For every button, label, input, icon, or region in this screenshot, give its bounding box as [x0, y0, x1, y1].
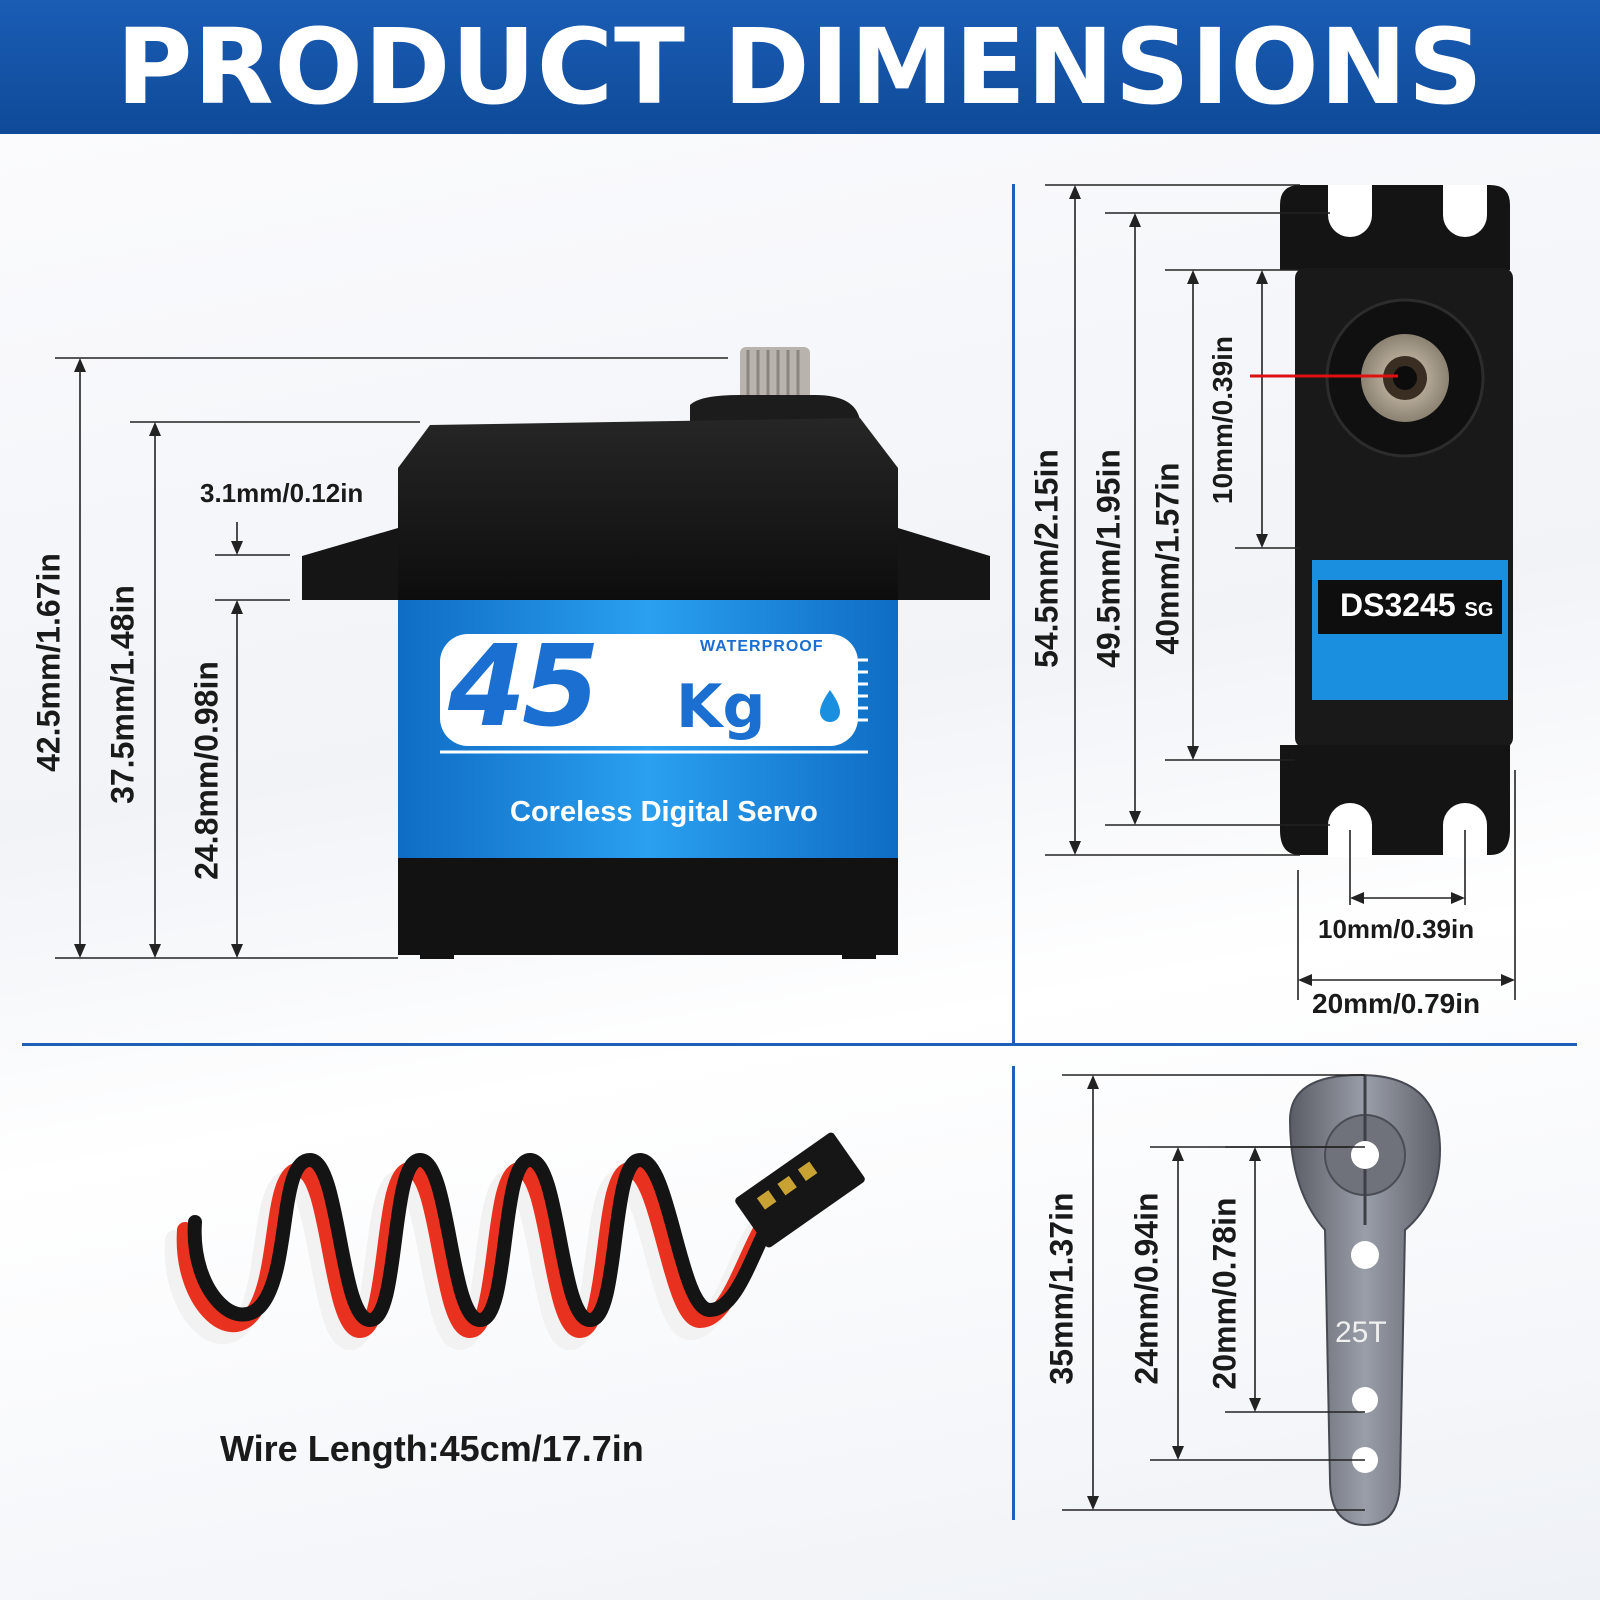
horizontal-divider — [22, 1043, 1577, 1046]
servo-connector — [735, 1132, 865, 1248]
dim-hole-gap: 10mm/0.39in — [1318, 914, 1475, 944]
badge-tag: WATERPROOF — [700, 638, 824, 656]
servo-wire — [164, 1152, 787, 1351]
servo-subtitle: Coreless Digital Servo — [510, 796, 818, 828]
vertical-divider-top — [1012, 184, 1015, 1044]
horn-dim-short: 20mm/0.78in — [1206, 1197, 1243, 1390]
servo-bottom-case — [398, 858, 898, 955]
mounting-flange-right — [898, 528, 990, 600]
dim-total-height: 42.5mm/1.67in — [30, 553, 67, 772]
dim-shaft-offset: 10mm/0.39in — [1207, 335, 1238, 505]
wire-length-caption: Wire Length:45cm/17.7in — [220, 1428, 644, 1469]
horn-dim-mid: 24mm/0.94in — [1128, 1192, 1165, 1385]
dim-total-length: 54.5mm/2.15in — [1028, 449, 1065, 668]
dim-width: 20mm/0.79in — [1312, 988, 1481, 1019]
dim-body-length: 40mm/1.57in — [1149, 462, 1186, 655]
servo-top-case — [398, 418, 898, 600]
horn-teeth-label: 25T — [1335, 1316, 1387, 1349]
servo-horn — [1288, 1073, 1442, 1527]
dim-lower-height: 24.8mm/0.98in — [188, 661, 225, 880]
dim-case-height: 37.5mm/1.48in — [104, 585, 141, 804]
model-main: DS3245 — [1340, 587, 1456, 623]
top-dimension-lines — [1045, 184, 1516, 1000]
front-dimension-lines — [55, 357, 728, 959]
model-suffix: SG — [1464, 599, 1494, 621]
page-title: PRODUCT DIMENSIONS — [116, 6, 1484, 128]
vertical-divider-bottom — [1012, 1066, 1015, 1520]
model-name: DS3245 SG — [1340, 587, 1493, 624]
horn-dim-total: 35mm/1.37in — [1043, 1192, 1080, 1385]
dim-flange-thickness: 3.1mm/0.12in — [200, 478, 364, 508]
horn-dimension-lines — [1062, 1074, 1365, 1511]
servo-top-view — [1280, 185, 1513, 857]
dim-hole-spacing: 49.5mm/1.95in — [1090, 449, 1127, 668]
mounting-flange-left — [302, 528, 398, 600]
header-banner: PRODUCT DIMENSIONS — [0, 0, 1600, 134]
badge-number: 45 — [448, 622, 600, 752]
badge-unit: Kg — [676, 672, 766, 742]
capacity-badge — [440, 634, 868, 754]
